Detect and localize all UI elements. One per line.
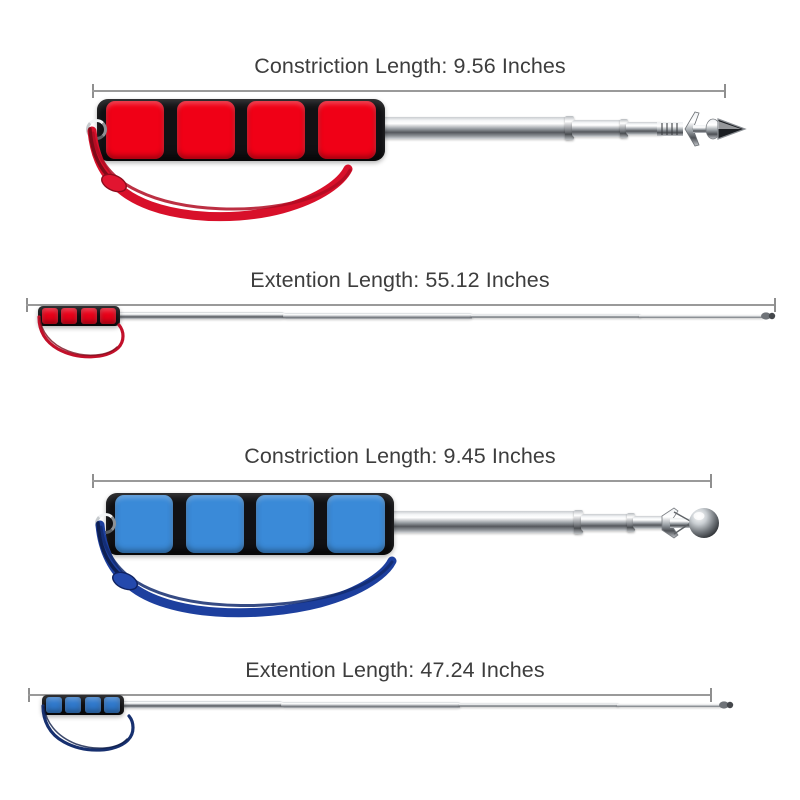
shaft-segment-2 — [281, 702, 461, 708]
grip-pad — [42, 308, 58, 324]
dimension-line-red-retracted — [92, 84, 726, 98]
wrist-lanyard-blue — [68, 519, 418, 629]
ball-tip-icon — [660, 502, 722, 549]
wrist-lanyard-red — [60, 125, 370, 230]
dimension-line-blue-extended — [28, 688, 712, 702]
shaft-segment-2 — [581, 514, 631, 531]
shaft-collar-2 — [620, 119, 628, 138]
pointer-tip-icon — [760, 309, 778, 328]
product-row-blue-retracted: Constriction Length: 9.45 Inches — [0, 430, 800, 660]
dimension-bar — [92, 480, 712, 482]
grip-pad — [317, 101, 376, 159]
shaft-segment-2 — [572, 120, 624, 137]
dimension-tick-right — [724, 84, 726, 98]
spear-tip-icon — [655, 100, 750, 163]
grip-pad — [84, 697, 101, 713]
dimension-label-red-extended: Extention Length: 55.12 Inches — [250, 268, 550, 292]
grip-pad — [115, 495, 173, 553]
grip-pad — [65, 697, 82, 713]
pointer-tip-icon — [718, 698, 736, 717]
dimension-bar — [92, 90, 726, 92]
shaft-segment-1 — [366, 117, 571, 139]
grip-pad — [176, 101, 235, 159]
grip-handle-blue — [106, 493, 394, 555]
shaft-segment-1 — [105, 312, 285, 319]
grip-pad — [256, 495, 315, 553]
product-row-red-retracted: Constriction Length: 9.56 Inches — [0, 0, 800, 240]
dimension-label-red-retracted: Constriction Length: 9.56 Inches — [254, 54, 566, 78]
grip-pad — [326, 495, 385, 553]
shaft-segment-3 — [471, 314, 641, 318]
wrist-lanyard-blue-mini — [24, 704, 154, 766]
grip-handle-red — [97, 99, 385, 161]
shaft-segment-1 — [375, 511, 580, 533]
grip-pad — [103, 697, 120, 713]
wrist-lanyard-red-mini — [20, 315, 150, 373]
grip-handle-blue-mini — [42, 695, 124, 715]
dimension-label-blue-retracted: Constriction Length: 9.45 Inches — [244, 444, 556, 468]
grip-pad — [46, 697, 62, 713]
dimension-label-blue-extended: Extention Length: 47.24 Inches — [245, 658, 545, 682]
shaft-segment-3 — [459, 703, 619, 707]
dimension-tick-right — [710, 688, 712, 702]
shaft-segment-4 — [639, 314, 764, 318]
grip-pad — [61, 308, 78, 324]
shaft-collar-1 — [565, 116, 574, 140]
dimension-line-red-extended — [26, 298, 776, 312]
grip-pad — [99, 308, 116, 324]
shaft-segment-1 — [108, 701, 283, 708]
grip-pad — [80, 308, 97, 324]
dimension-bar — [28, 694, 712, 696]
product-row-red-extended: Extention Length: 55.12 Inches — [0, 255, 800, 385]
shaft-segment-3 — [633, 516, 669, 529]
dimension-bar — [26, 304, 776, 306]
dimension-tick-right — [710, 474, 712, 488]
product-row-blue-extended: Extention Length: 47.24 Inches — [0, 645, 800, 785]
shaft-collar-2 — [627, 513, 635, 532]
grip-pad — [185, 495, 244, 553]
grip-handle-red-mini — [38, 306, 120, 326]
shaft-segment-4 — [617, 703, 722, 707]
shaft-segment-3 — [626, 122, 664, 135]
grip-pad — [247, 101, 306, 159]
grip-pad — [106, 101, 164, 159]
shaft-segment-2 — [283, 313, 473, 319]
shaft-collar-1 — [574, 510, 583, 534]
dimension-line-blue-retracted — [92, 474, 712, 488]
dimension-tick-right — [774, 298, 776, 312]
